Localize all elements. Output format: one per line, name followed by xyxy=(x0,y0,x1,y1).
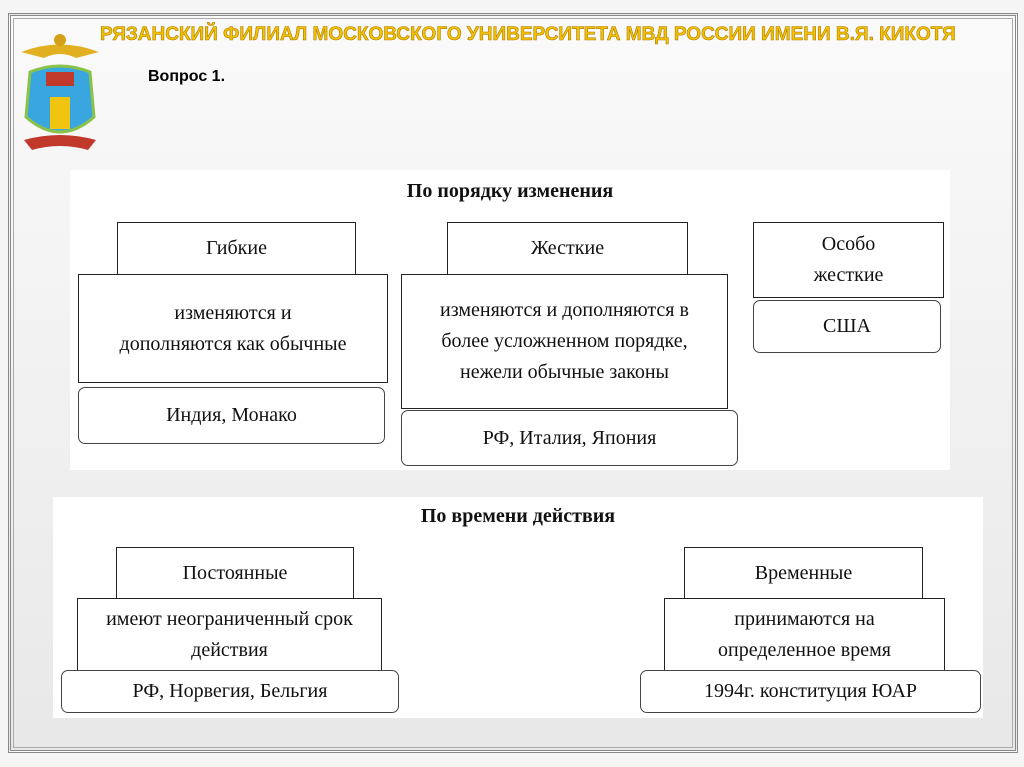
category-flexible-examples: Индия, Монако xyxy=(78,387,385,444)
category-flexible-desc: изменяются и дополняются как обычные xyxy=(78,274,388,383)
slide-inner-frame xyxy=(13,18,1013,748)
panel-title: По времени действия xyxy=(420,505,616,527)
category-flexible: Гибкие xyxy=(117,222,356,275)
category-rigid: Жесткие xyxy=(447,222,688,275)
panel-title: По порядку изменения xyxy=(406,180,614,202)
category-rigid-examples: РФ, Италия, Япония xyxy=(401,410,738,466)
category-very-rigid-examples: США xyxy=(753,300,941,353)
emblem-logo xyxy=(21,34,99,150)
header-title: РЯЗАНСКИЙ ФИЛИАЛ МОСКОВСКОГО УНИВЕРСИТЕТ… xyxy=(100,24,956,46)
category-permanent: Постоянные xyxy=(116,547,354,599)
category-temporary-examples: 1994г. конституция ЮАР xyxy=(640,670,981,713)
category-temporary-desc: принимаются на определенное время xyxy=(664,598,945,671)
category-temporary: Временные xyxy=(684,547,923,599)
category-very-rigid: Особо жесткие xyxy=(753,222,944,298)
category-rigid-desc: изменяются и дополняются в более усложне… xyxy=(401,274,728,409)
category-permanent-examples: РФ, Норвегия, Бельгия xyxy=(61,670,399,713)
category-permanent-desc: имеют неограниченный срок действия xyxy=(77,598,382,671)
question-label: Вопрос 1. xyxy=(148,68,226,85)
